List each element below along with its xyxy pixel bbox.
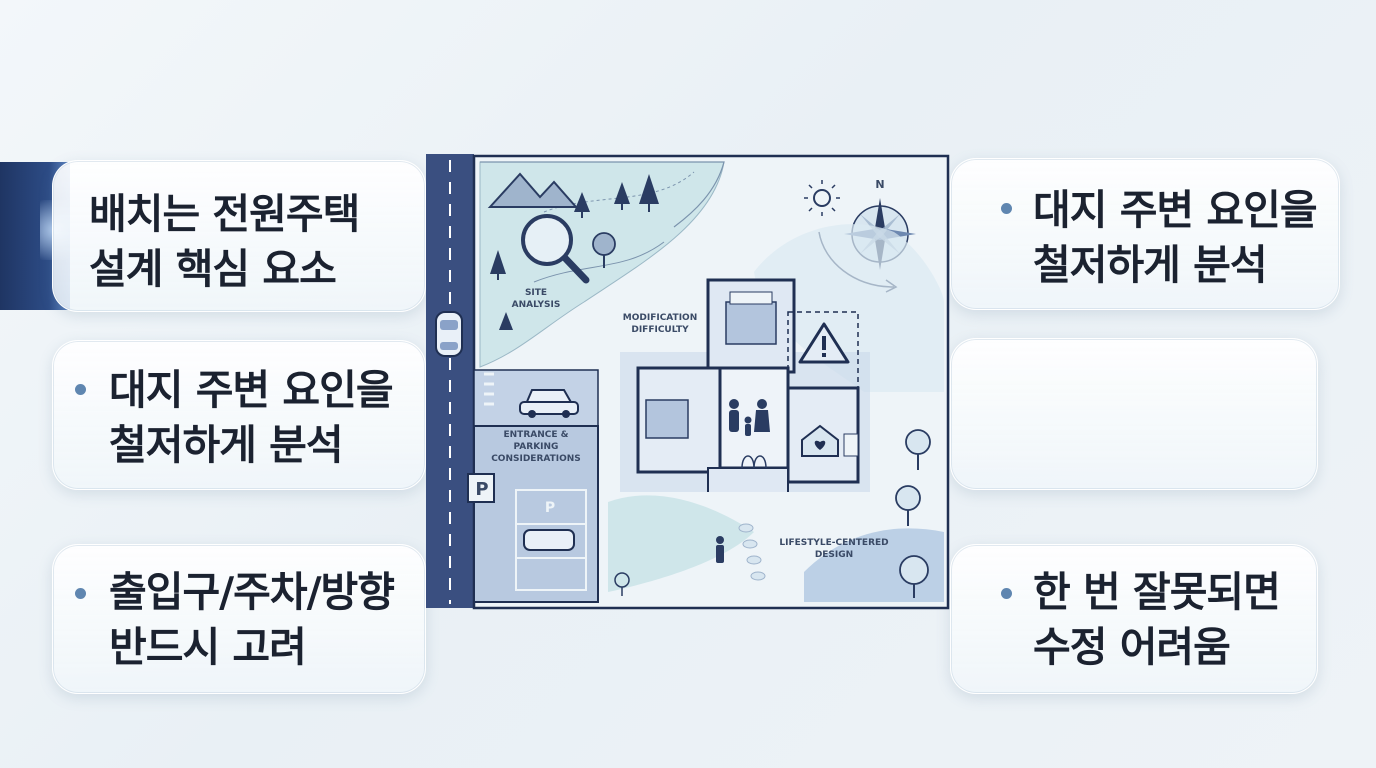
svg-text:P: P bbox=[475, 479, 488, 500]
tree-icon bbox=[592, 232, 616, 268]
parking-spot-mark: P bbox=[545, 500, 555, 516]
car-icon bbox=[435, 311, 463, 357]
site-analysis-label: SITE bbox=[525, 288, 547, 298]
home-heart-icon bbox=[801, 424, 839, 457]
bullet-icon bbox=[75, 588, 86, 599]
parking-spot bbox=[515, 489, 587, 591]
card-site-analysis-right: 대지 주변 요인을 철저하게 분석 bbox=[950, 158, 1340, 310]
card-placement-key: 배치는 전원주택 설계 핵심 요소 bbox=[52, 160, 426, 312]
card-line: 대지 주변 요인을 bbox=[109, 366, 394, 414]
entrance-label: CONSIDERATIONS bbox=[491, 454, 581, 464]
search-icon bbox=[521, 214, 590, 284]
mountain-icon bbox=[487, 172, 579, 208]
card-line: 철저하게 분석 bbox=[109, 421, 344, 469]
person-icon bbox=[716, 536, 724, 563]
bullet-icon bbox=[1001, 588, 1012, 599]
card-line: 반드시 고려 bbox=[109, 623, 307, 671]
sun-icon bbox=[804, 180, 840, 216]
bullet-icon bbox=[75, 384, 86, 395]
card-line: 한 번 잘못되면 bbox=[1033, 568, 1281, 616]
card-line: 배치는 전원주택 bbox=[89, 190, 360, 238]
site-plan-diagram: SITE ANALYSIS N bbox=[426, 154, 950, 610]
house-floorplan bbox=[620, 278, 870, 509]
family-icon bbox=[729, 399, 770, 436]
modification-label: DIFFICULTY bbox=[631, 325, 689, 335]
modification-label: MODIFICATION bbox=[623, 313, 697, 323]
compass-north-label: N bbox=[875, 178, 884, 191]
card-modification-difficulty: 한 번 잘못되면 수정 어려움 bbox=[950, 544, 1318, 694]
card-line: 출입구/주차/방향 bbox=[109, 568, 395, 616]
entrance-label: ENTRANCE & bbox=[504, 430, 569, 440]
card-line: 대지 주변 요인을 bbox=[1033, 186, 1318, 234]
card-line: 철저하게 분석 bbox=[1033, 241, 1268, 289]
car-icon bbox=[523, 529, 575, 551]
bullet-icon bbox=[1001, 203, 1012, 214]
parking-sign: P bbox=[467, 473, 495, 503]
card-empty bbox=[950, 338, 1318, 490]
tree-icon bbox=[614, 429, 931, 598]
car-icon bbox=[519, 389, 579, 418]
entrance-label: PARKING bbox=[514, 442, 559, 452]
lifestyle-label: LIFESTYLE-CENTERED bbox=[779, 538, 888, 548]
parking-zone bbox=[473, 425, 599, 603]
warning-icon bbox=[798, 322, 850, 364]
site-analysis-zone bbox=[479, 161, 725, 368]
card-line: 수정 어려움 bbox=[1033, 623, 1231, 671]
site-analysis-label: ANALYSIS bbox=[512, 300, 561, 310]
card-site-analysis: 대지 주변 요인을 철저하게 분석 bbox=[52, 340, 426, 490]
card-line: 설계 핵심 요소 bbox=[89, 245, 337, 293]
tree-icon bbox=[490, 174, 659, 330]
card-entrance-parking: 출입구/주차/방향 반드시 고려 bbox=[52, 544, 426, 694]
lifestyle-label: DESIGN bbox=[815, 550, 853, 560]
